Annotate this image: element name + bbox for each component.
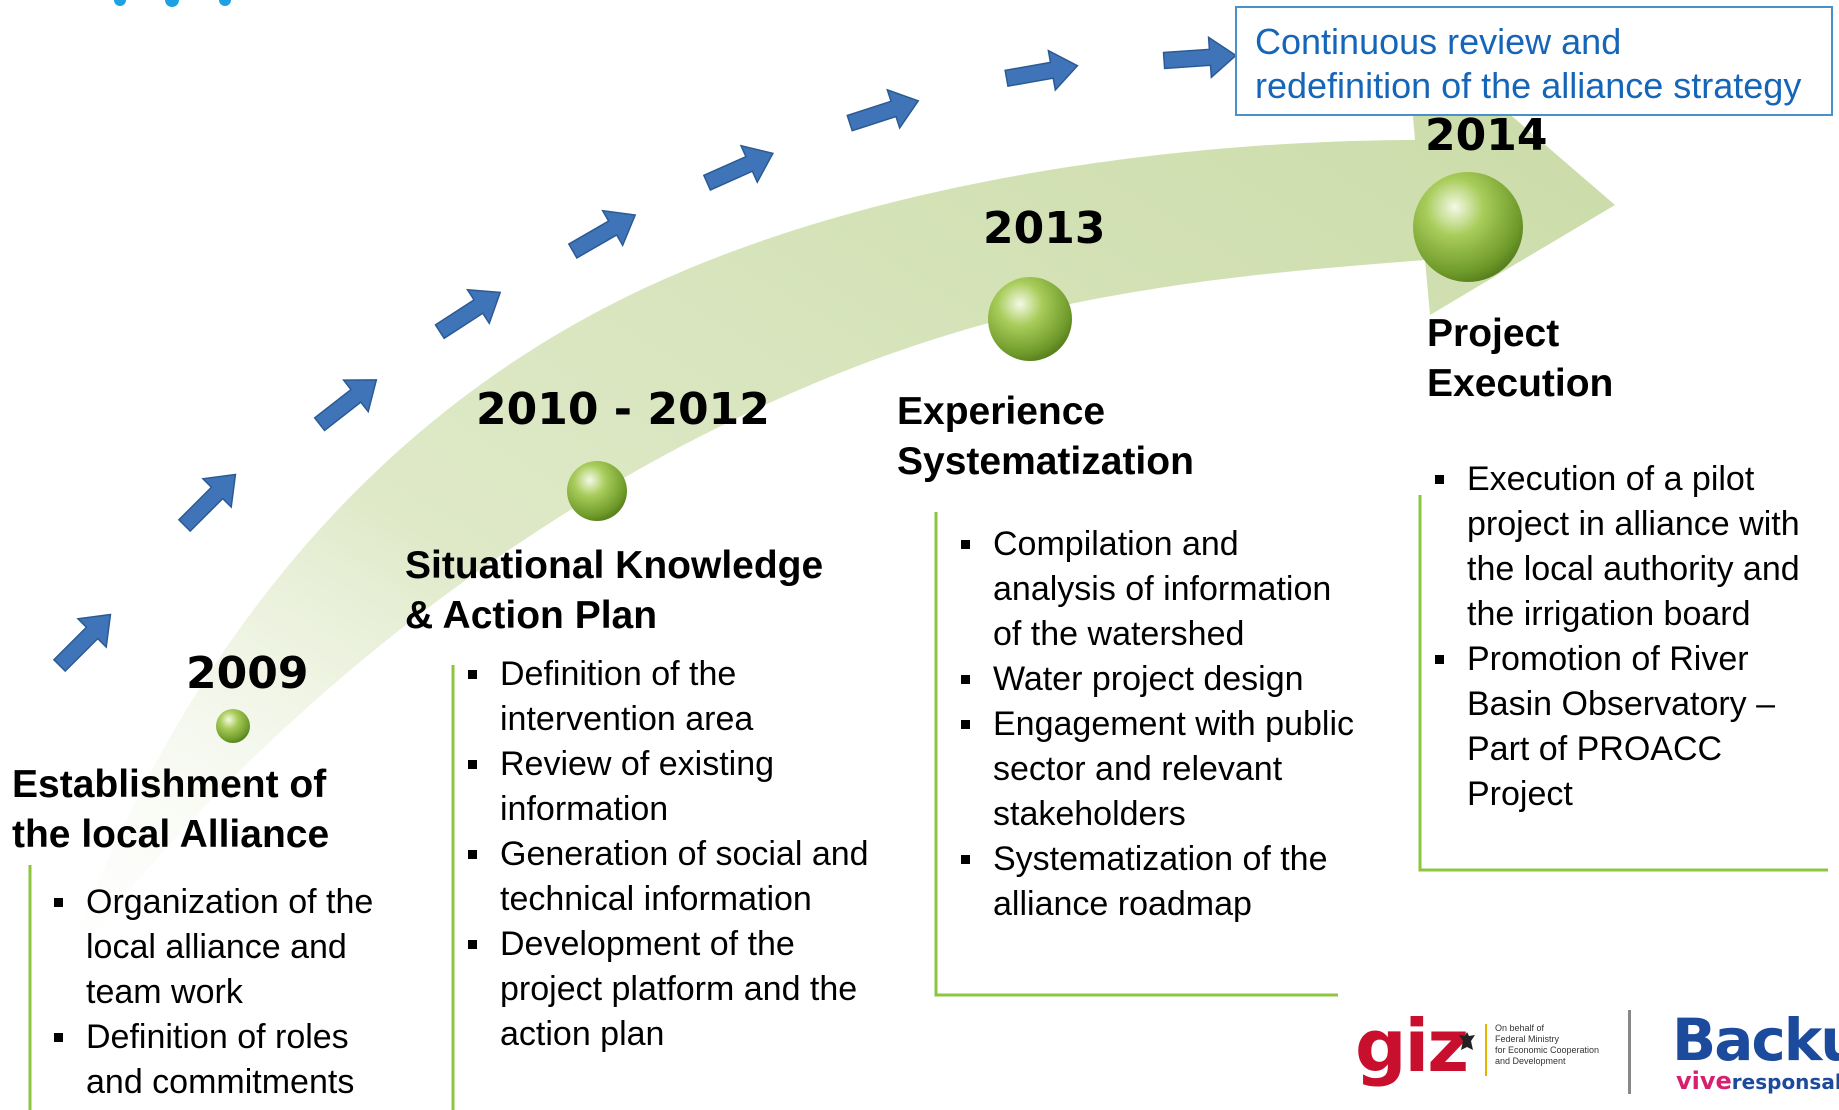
- step-arrows: [52, 35, 1238, 673]
- phase-items-2010-2012: Definition of the intervention area Revi…: [462, 652, 902, 1057]
- giz-logo: giz: [1355, 1004, 1469, 1088]
- giz-caption: On behalf of Federal Ministry for Econom…: [1495, 1023, 1599, 1067]
- phase-title-line-1: Situational Knowledge: [405, 544, 824, 587]
- phase-title-line-1: Project: [1427, 312, 1560, 355]
- backus-tag-vive: vive: [1676, 1067, 1732, 1095]
- phase-title-execution: Project Execution: [1427, 309, 1613, 409]
- list-item: Execution of a pilot project in alliance…: [1429, 457, 1829, 637]
- giz-divider: [1485, 1024, 1487, 1076]
- list-item: Organization of the local alliance and t…: [48, 880, 388, 1015]
- backus-tagline: viveresponsable: [1676, 1067, 1839, 1095]
- list-item: Compilation and analysis of information …: [955, 522, 1355, 657]
- decorative-dots: [114, 0, 231, 7]
- giz-caption-line: Federal Ministry: [1495, 1034, 1560, 1044]
- logo-separator: [1628, 1010, 1631, 1094]
- phase-title-establishment: Establishment of the local Alliance: [12, 760, 329, 860]
- phase-items-2014: Execution of a pilot project in alliance…: [1429, 457, 1829, 817]
- arrow-right-icon: [434, 288, 502, 340]
- arrow-right-icon: [313, 379, 378, 432]
- giz-caption-line: On behalf of: [1495, 1023, 1545, 1033]
- federal-eagle-icon: [1459, 1032, 1475, 1050]
- arrow-right-icon: [702, 144, 775, 191]
- bracket-2014: [1418, 495, 1828, 872]
- phase-title-line-2: & Action Plan: [405, 594, 658, 637]
- strategy-review-callout: Continuous review and redefinition of th…: [1235, 6, 1833, 116]
- list-item: Systematization of the alliance roadmap: [955, 837, 1355, 927]
- list-item: Engagement with public sector and releva…: [955, 702, 1355, 837]
- giz-caption-line: for Economic Cooperation: [1495, 1045, 1600, 1055]
- phase-title-line-1: Experience: [897, 390, 1106, 433]
- arrow-right-icon: [846, 88, 920, 132]
- list-item: Water project design: [955, 657, 1355, 702]
- arrow-right-icon: [177, 473, 237, 533]
- milestone-sphere-2010-2012: [567, 461, 627, 521]
- phase-title-line-2: the local Alliance: [12, 813, 330, 856]
- year-2009: 2009: [186, 648, 309, 699]
- list-item: Review of existing information: [462, 742, 902, 832]
- phase-title-situational: Situational Knowledge & Action Plan: [405, 541, 823, 641]
- phase-title-line-2: Systematization: [897, 440, 1194, 483]
- backus-tag-responsable: responsable: [1731, 1070, 1839, 1094]
- giz-caption-line: and Development: [1495, 1056, 1566, 1066]
- list-item: Definition of the intervention area: [462, 652, 902, 742]
- phase-items-2009: Organization of the local alliance and t…: [48, 880, 388, 1105]
- phase-title-experience: Experience Systematization: [897, 387, 1194, 487]
- arrow-right-icon: [567, 209, 637, 259]
- list-item: Generation of social and technical infor…: [462, 832, 902, 922]
- callout-line-1: Continuous review and: [1255, 21, 1622, 62]
- arrow-right-icon: [1162, 35, 1238, 79]
- arrow-right-icon: [52, 613, 112, 673]
- list-item: Promotion of River Basin Observatory – P…: [1429, 637, 1829, 817]
- milestone-sphere-2013: [988, 277, 1072, 361]
- list-item: Definition of roles and commitments: [48, 1015, 388, 1105]
- phase-title-line-2: Execution: [1427, 362, 1614, 405]
- callout-line-2: redefinition of the alliance strategy: [1255, 65, 1802, 106]
- progress-curved-arrow: [60, 24, 1615, 980]
- milestone-sphere-2014: [1413, 172, 1523, 282]
- year-2010-2012: 2010 - 2012: [476, 384, 770, 435]
- year-2013: 2013: [983, 203, 1106, 254]
- phase-title-line-1: Establishment of: [12, 763, 327, 806]
- bracket-2013: [934, 512, 1338, 997]
- phase-items-2013: Compilation and analysis of information …: [955, 522, 1355, 927]
- milestone-sphere-2009: [216, 709, 250, 743]
- arrow-right-icon: [1004, 49, 1079, 92]
- year-2014: 2014: [1425, 110, 1548, 161]
- list-item: Development of the project platform and …: [462, 922, 902, 1057]
- backus-logo: Backus: [1672, 1006, 1839, 1074]
